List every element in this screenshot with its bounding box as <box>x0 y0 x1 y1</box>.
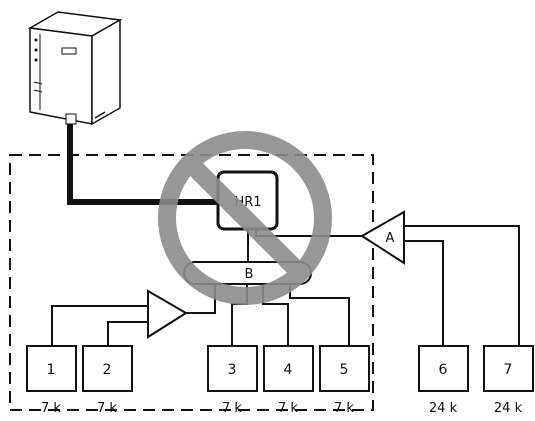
indoor-unit-number: 1 <box>47 362 56 378</box>
indoor-unit-number: 2 <box>103 362 112 378</box>
indoor-unit-capacity: 7 k <box>334 401 354 416</box>
branch-box-label: B <box>245 267 254 282</box>
indoor-unit-2: 2 7 k <box>82 345 133 416</box>
outdoor-unit <box>27 11 123 126</box>
indoor-unit-number: 7 <box>504 362 513 378</box>
joint-triangle-left <box>147 289 188 339</box>
indoor-unit-3: 3 7 k <box>207 345 258 416</box>
indoor-unit-capacity: 7 k <box>41 401 61 416</box>
indoor-unit-capacity: 24 k <box>429 401 458 416</box>
indoor-unit-6: 6 24 k <box>418 345 469 416</box>
indoor-unit-capacity: 7 k <box>97 401 117 416</box>
indoor-unit-capacity: 7 k <box>222 401 242 416</box>
indoor-unit-1: 1 7 k <box>26 345 77 416</box>
joint-a <box>360 210 405 265</box>
indoor-unit-number: 5 <box>340 362 349 378</box>
indoor-unit-number: 6 <box>439 362 448 378</box>
joint-a-label: A <box>386 231 395 246</box>
indoor-unit-7: 7 24 k <box>483 345 534 416</box>
indoor-unit-4: 4 7 k <box>263 345 314 416</box>
prohibition-icon <box>158 131 332 305</box>
indoor-unit-5: 5 7 k <box>319 345 370 416</box>
indoor-unit-capacity: 24 k <box>494 401 523 416</box>
indoor-unit-number: 4 <box>284 362 293 378</box>
indoor-unit-capacity: 7 k <box>278 401 298 416</box>
indoor-unit-number: 3 <box>228 362 237 378</box>
